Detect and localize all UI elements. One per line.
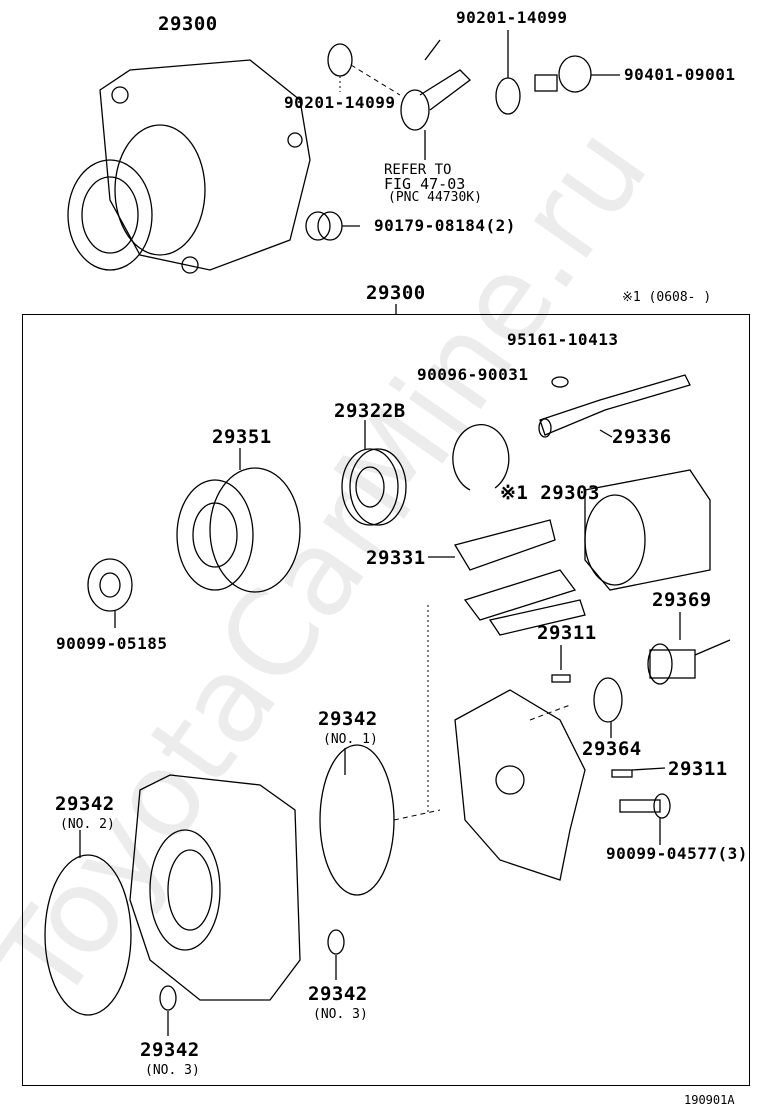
label-snap-ring: 90096-90031 xyxy=(417,365,529,384)
union-bolt xyxy=(534,55,592,93)
label-bearing: 29322B xyxy=(334,400,406,422)
label-pin-lower: 29311 xyxy=(668,758,728,780)
rotor xyxy=(584,469,711,591)
key xyxy=(551,376,569,388)
bolt xyxy=(619,793,671,819)
label-29300-box: 29300 xyxy=(366,282,426,304)
gasket-right xyxy=(495,77,521,115)
note-applicability: ※1 (0608- ) xyxy=(622,290,712,305)
label-oring-no3-right: 29342 xyxy=(308,983,368,1005)
gasket-left xyxy=(327,43,353,77)
label-key: 95161-10413 xyxy=(507,330,619,349)
bearing xyxy=(341,448,407,526)
label-oring-no1-sub: (NO. 1) xyxy=(323,732,378,747)
label-oring-29364: 29364 xyxy=(582,738,642,760)
oring-no1 xyxy=(319,744,395,896)
label-nut-top: 90179-08184(2) xyxy=(374,216,516,235)
label-shaft: 29336 xyxy=(612,426,672,448)
oring-29364 xyxy=(593,677,623,723)
pin-upper xyxy=(551,674,571,683)
refer-line-3: (PNC 44730K) xyxy=(388,190,482,205)
oring-no2 xyxy=(44,854,132,1016)
label-oring-no1: 29342 xyxy=(318,708,378,730)
label-pin-upper: 29311 xyxy=(537,622,597,644)
assembly-frame xyxy=(22,314,750,1086)
label-check-valve: 29369 xyxy=(652,589,712,611)
shaft xyxy=(538,374,691,438)
oring-no3-right xyxy=(327,929,345,955)
label-bolt: 90099-04577(3) xyxy=(606,844,748,863)
vanes xyxy=(453,519,586,636)
vacuum-pump-assembly-top xyxy=(67,59,311,274)
label-oring-no2: 29342 xyxy=(55,793,115,815)
check-valve xyxy=(647,639,731,685)
refer-line-1: REFER TO xyxy=(384,162,452,178)
gear xyxy=(176,467,301,593)
label-oring-no3-right-sub: (NO. 3) xyxy=(313,1007,368,1022)
label-oring-no3-left: 29342 xyxy=(140,1039,200,1061)
label-vane: 29331 xyxy=(366,547,426,569)
pump-plate xyxy=(454,689,586,881)
nut xyxy=(87,558,133,612)
refer-line-2: FIG 47-03 xyxy=(384,175,466,193)
label-nut: 90099-05185 xyxy=(56,634,168,653)
label-union-bolt: 90401-09001 xyxy=(624,65,736,84)
snap-ring xyxy=(452,424,510,491)
label-gasket-right: 90201-14099 xyxy=(456,8,568,27)
pump-housing xyxy=(129,774,301,1001)
label-gear: 29351 xyxy=(212,426,272,448)
label-oring-no2-sub: (NO. 2) xyxy=(60,817,115,832)
label-oring-no3-left-sub: (NO. 3) xyxy=(145,1063,200,1078)
label-rotor: ※1 29303 xyxy=(500,482,600,504)
nut-top xyxy=(305,211,343,241)
label-gasket-left: 90201-14099 xyxy=(284,93,396,112)
pin-lower xyxy=(611,769,633,778)
figure-code: 190901A xyxy=(684,1093,735,1107)
oring-no3-left xyxy=(159,985,177,1011)
label-29300-top: 29300 xyxy=(158,13,218,35)
union-fitting xyxy=(400,39,471,131)
